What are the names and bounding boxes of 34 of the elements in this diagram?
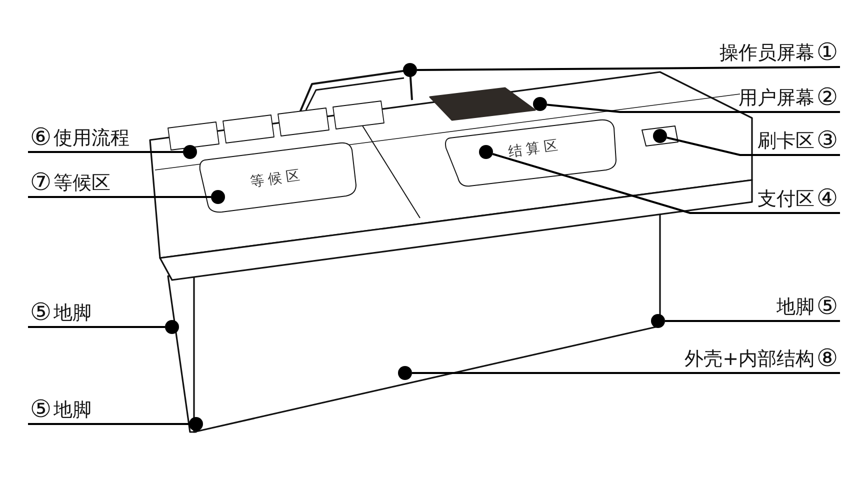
callout-label: 地脚 xyxy=(54,398,92,422)
leader-line xyxy=(417,66,840,71)
callout-label: 用户屏幕 xyxy=(738,86,814,110)
callout-label: 操作员屏幕 xyxy=(719,41,814,65)
callout-label: 地脚 xyxy=(776,295,814,319)
callout-label: 使用流程 xyxy=(54,126,130,150)
callout-number: ⑤ xyxy=(30,396,52,422)
callout-number: ⑤ xyxy=(30,299,52,325)
leader-line xyxy=(28,196,211,198)
callout-label: 外壳+内部结构 xyxy=(684,347,814,371)
callout-label: 支付区 xyxy=(757,187,814,211)
leader-line xyxy=(28,151,183,153)
callout-number: ⑥ xyxy=(30,124,52,150)
leader-line xyxy=(492,153,840,214)
leader-line xyxy=(412,372,840,374)
callout-number: ⑤ xyxy=(816,293,838,319)
callout-number: ⑦ xyxy=(30,169,52,195)
callout-label: 地脚 xyxy=(54,301,92,325)
leader-line xyxy=(28,326,165,328)
callout-number: ③ xyxy=(816,127,838,153)
zone-label: 结算区 xyxy=(507,136,563,162)
callout-number: ④ xyxy=(816,185,838,211)
leader-line xyxy=(546,104,840,113)
callout-number: ⑧ xyxy=(816,345,838,371)
zone-label: 等候区 xyxy=(249,166,305,192)
callout-dot xyxy=(651,314,665,328)
callout-number: ① xyxy=(816,39,838,65)
callout-dot xyxy=(403,63,417,77)
leader-line xyxy=(665,320,840,322)
callout-dot xyxy=(165,320,179,334)
callout-number: ② xyxy=(816,84,838,110)
callout-label: 刷卡区 xyxy=(757,129,814,153)
callout-label: 等候区 xyxy=(54,171,111,195)
leader-line xyxy=(28,423,189,425)
